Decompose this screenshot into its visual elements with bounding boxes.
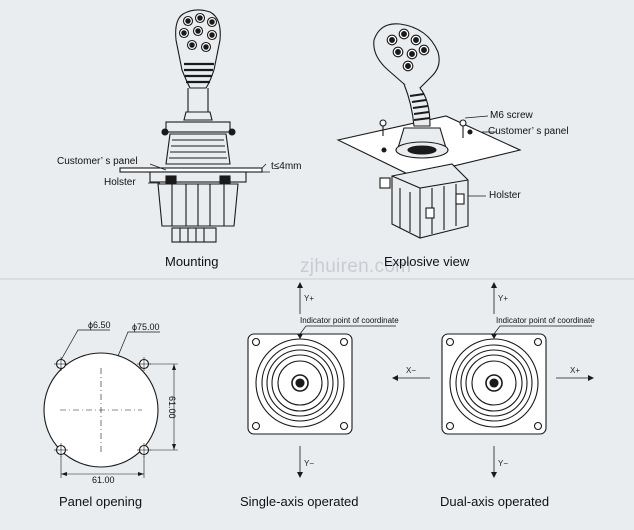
dual-indicator-label: Indicator point of coordinate [496, 316, 595, 325]
single-y-minus-label: Y− [304, 459, 315, 468]
panel-opening-caption: Panel opening [59, 494, 143, 509]
panel-opening-drawing [43, 329, 178, 478]
explosive-joystick-drawing [336, 23, 522, 239]
mounting-joystick-drawing [119, 9, 270, 243]
mounting-thickness-label: t≤4mm [271, 161, 302, 172]
circle-diameter-label: ϕ75.00 [132, 322, 160, 332]
single-indicator-label: Indicator point of coordinate [300, 316, 399, 325]
hole-diameter-label: ϕ6.50 [88, 320, 111, 330]
watermark: zjhuiren.com [300, 256, 412, 277]
dual-axis-drawing [392, 282, 594, 478]
dual-y-plus-label: Y+ [498, 294, 509, 303]
mounting-caption: Mounting [165, 254, 219, 269]
width-dimension-label: 61.00 [92, 475, 115, 485]
explosive-holster-label: Holster [489, 190, 521, 201]
mounting-customers-panel-label: Customer’ s panel [57, 156, 138, 167]
height-dimension-label: 61.00 [167, 396, 177, 419]
single-axis-caption: Single-axis operated [240, 494, 359, 509]
dual-x-plus-label: X+ [570, 366, 581, 375]
dual-axis-caption: Dual-axis operated [440, 494, 550, 509]
single-axis-drawing [247, 282, 396, 478]
single-y-plus-label: Y+ [304, 294, 315, 303]
explosive-caption: Explosive view [384, 254, 470, 269]
explosive-customers-panel-label: Customer’ s panel [488, 126, 569, 137]
m6-screw-label: M6 screw [490, 110, 533, 121]
dual-y-minus-label: Y− [498, 459, 509, 468]
single-x-minus-label: X− [406, 366, 417, 375]
mounting-holster-label: Holster [104, 177, 136, 188]
